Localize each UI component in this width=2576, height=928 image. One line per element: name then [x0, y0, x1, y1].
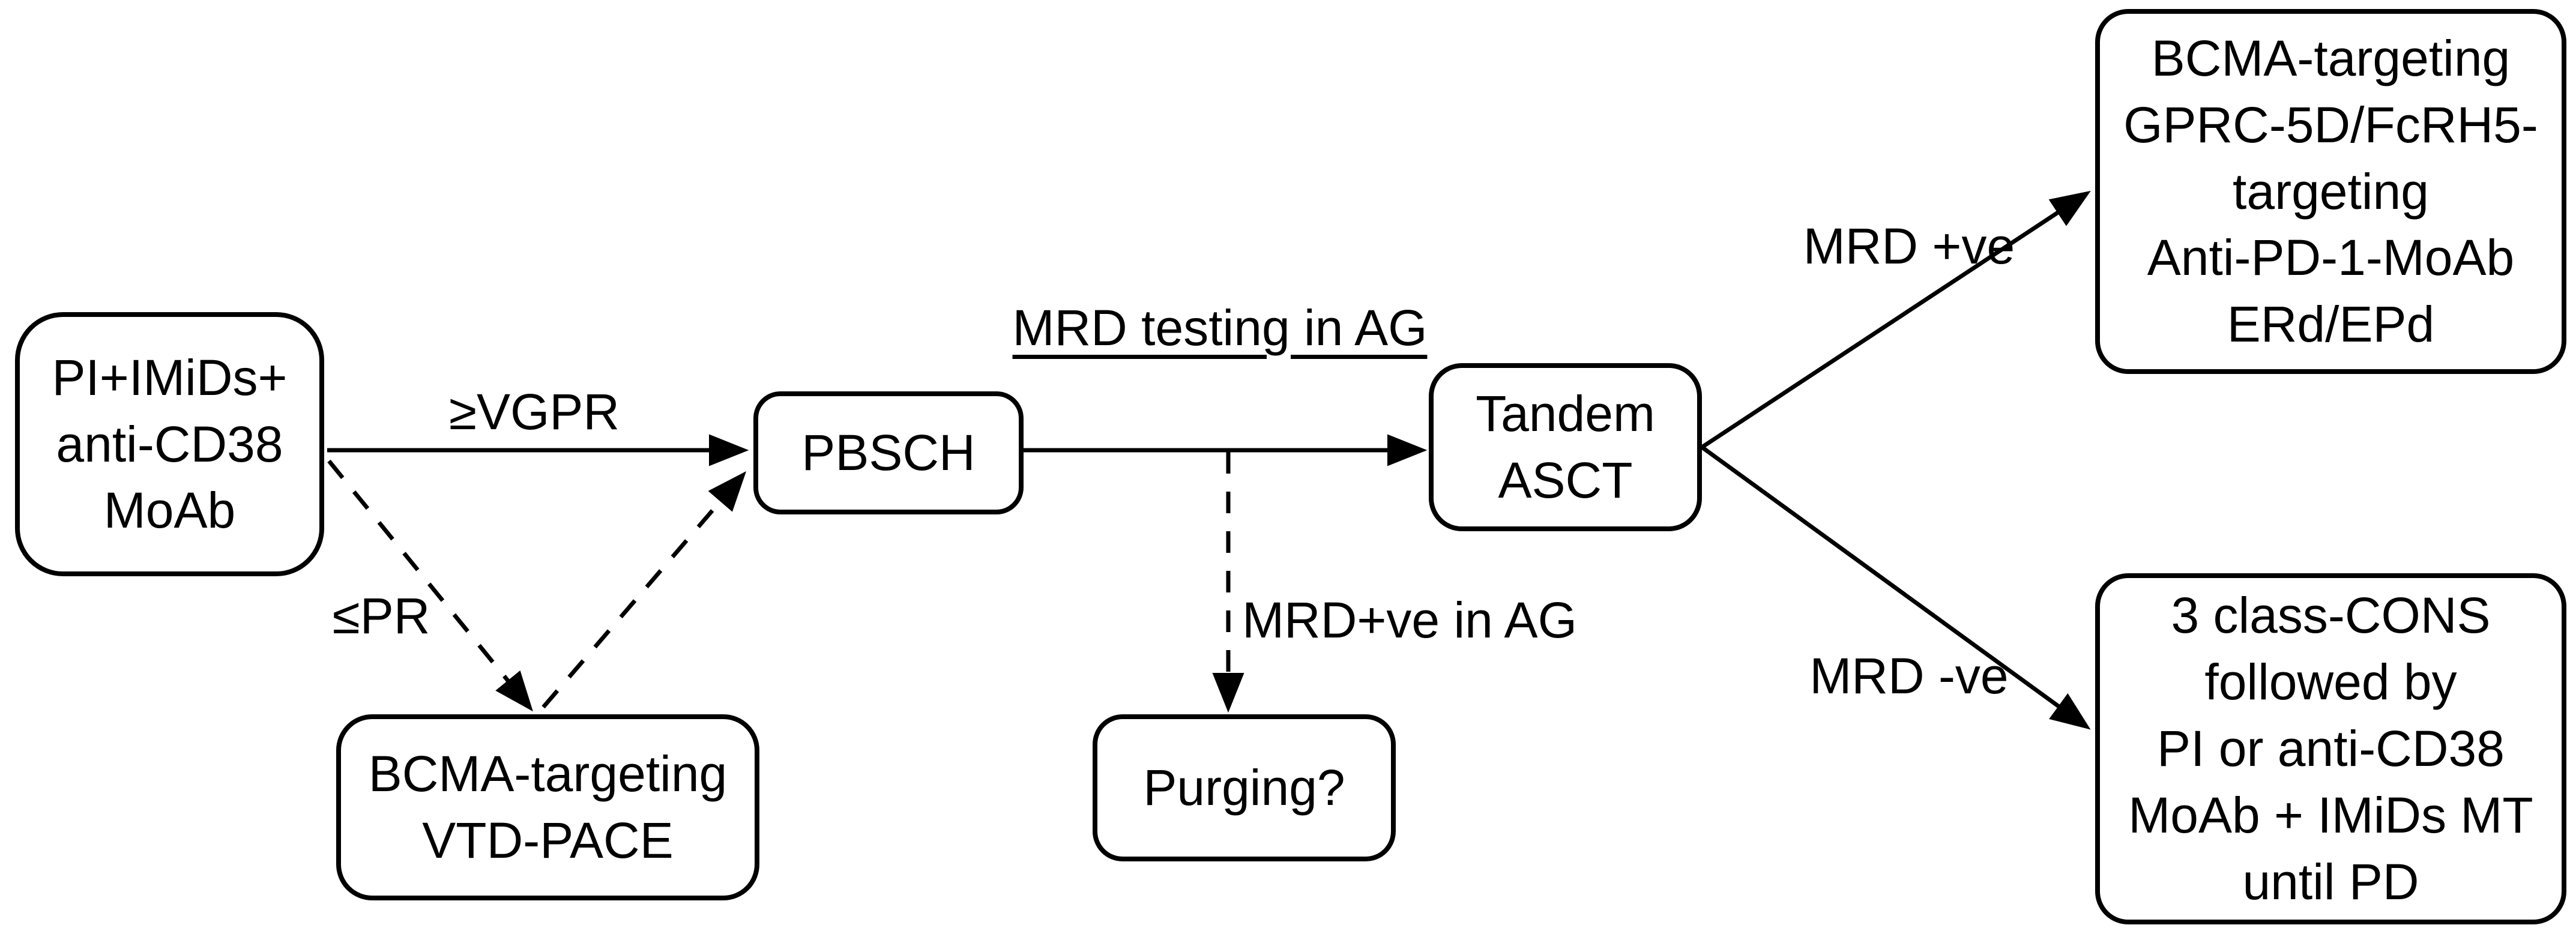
- box-mrd-positive-therapy: BCMA-targeting GPRC-5D/FcRH5- targeting …: [2095, 9, 2566, 374]
- box-line: until PD: [2242, 853, 2419, 910]
- box-line: Tandem: [1476, 385, 1655, 442]
- box-line: targeting: [2233, 163, 2429, 220]
- box-line: BCMA-targeting: [368, 746, 728, 803]
- label-mrd-negative: MRD -ve: [1809, 648, 2009, 704]
- label-vgpr-condition: ≥VGPR: [448, 384, 620, 440]
- box-tandem-asct: Tandem ASCT: [1429, 363, 1702, 531]
- arrow-induction-to-vtd-pace: [327, 459, 533, 712]
- box-vtd-pace: BCMA-targeting VTD-PACE: [336, 714, 759, 900]
- arrow-vtd-pace-to-pbsch: [541, 471, 747, 709]
- box-pbsch: PBSCH: [753, 391, 1024, 514]
- box-induction-therapy: PI+IMiDs+ anti-CD38 MoAb: [15, 312, 324, 576]
- box-line: anti-CD38: [56, 415, 283, 472]
- label-mrd-positive: MRD +ve: [1803, 218, 2015, 274]
- box-line: MoAb: [103, 482, 236, 539]
- box-line: BCMA-targeting: [2151, 29, 2511, 86]
- label-pr-condition: ≤PR: [332, 588, 430, 644]
- box-purging: Purging?: [1093, 714, 1396, 861]
- box-line: Purging?: [1143, 759, 1345, 816]
- box-line: PI+IMiDs+: [52, 349, 288, 406]
- box-line: Anti-PD-1-MoAb: [2147, 229, 2515, 286]
- arrow-tandem-to-mrd-negative: [1700, 445, 2091, 730]
- box-line: ERd/EPd: [2227, 296, 2435, 353]
- box-line: MoAb + IMiDs MT: [2128, 786, 2533, 843]
- label-mrd-positive-in-ag: MRD+ve in AG: [1242, 592, 1577, 648]
- label-mrd-testing-in-ag: MRD testing in AG: [1012, 300, 1428, 356]
- box-line: GPRC-5D/FcRH5-: [2123, 96, 2538, 153]
- box-line: ASCT: [1498, 452, 1633, 508]
- box-line: PBSCH: [801, 424, 976, 481]
- box-mrd-negative-therapy: 3 class-CONS followed by PI or anti-CD38…: [2095, 573, 2566, 924]
- arrow-tandem-to-mrd-positive: [1701, 190, 2091, 449]
- box-line: followed by: [2204, 654, 2457, 711]
- box-line: PI or anti-CD38: [2157, 720, 2505, 777]
- box-line: VTD-PACE: [422, 812, 674, 869]
- box-line: 3 class-CONS: [2171, 587, 2491, 644]
